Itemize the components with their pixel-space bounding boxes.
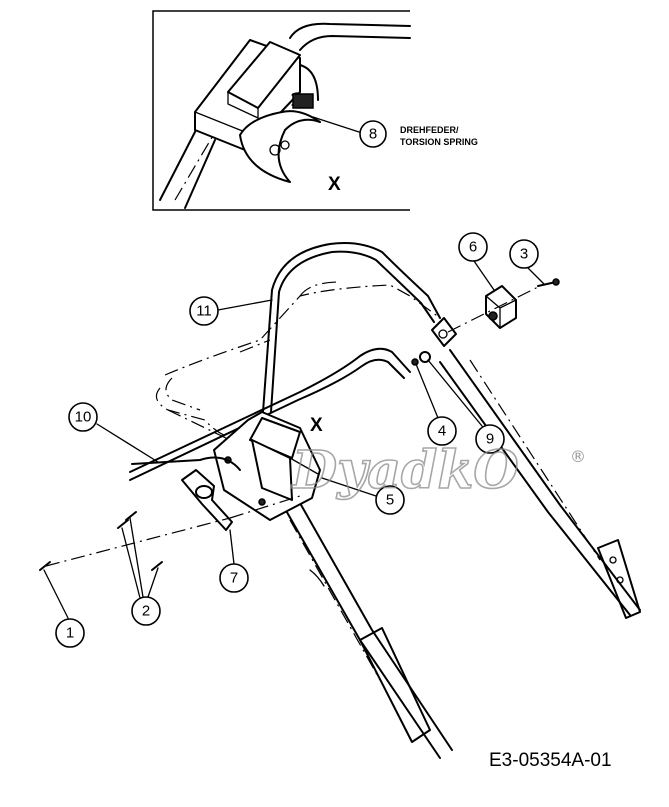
clamp-end <box>431 317 457 347</box>
callout-4-label: 4 <box>438 423 446 440</box>
callout-3 <box>509 239 539 269</box>
inset-bracket <box>239 110 321 183</box>
callout-10-label: 10 <box>75 409 92 426</box>
callout-5 <box>375 485 405 515</box>
callout-3-label: 3 <box>520 246 528 263</box>
callout-9-label: 9 <box>486 431 494 448</box>
callout-7 <box>219 563 249 593</box>
torsion-spring-note-line1: DREHFEDER/ <box>400 125 459 135</box>
part-6-knob <box>485 285 517 329</box>
inset-view-label: X <box>328 174 341 195</box>
lower-cross-bar <box>129 347 411 481</box>
inset-frame <box>152 10 410 211</box>
left-lower-tube <box>279 495 453 759</box>
main-view-label: X <box>310 415 323 436</box>
callout-11-label: 11 <box>196 303 212 320</box>
callouts: 11 6 3 10 4 9 5 7 2 <box>43 232 545 648</box>
inset-torsion-spring <box>291 92 314 109</box>
callout-6 <box>458 232 488 262</box>
callout-8 <box>359 120 387 148</box>
callout-9 <box>475 424 505 454</box>
callout-1 <box>55 618 85 648</box>
callout-4 <box>427 416 457 446</box>
callout-10 <box>68 402 98 432</box>
part-10-rod <box>131 456 241 471</box>
upper-handle-bar <box>262 242 441 413</box>
callout-7-label: 7 <box>230 570 238 587</box>
callout-8-label: 8 <box>369 126 377 143</box>
callout-1-label: 1 <box>66 625 74 642</box>
inset-handle-tube <box>289 22 411 51</box>
callout-2 <box>131 596 161 626</box>
handle-assembly <box>129 242 641 759</box>
watermark-brand: DyadkO <box>290 440 519 501</box>
part-1-screw <box>39 561 51 571</box>
watermark: DyadkO ® <box>289 439 586 502</box>
inset-detail: 8 DREHFEDER/ TORSION SPRING X <box>152 10 478 211</box>
callout-2-label: 2 <box>142 603 150 620</box>
torsion-spring-note-line2: TORSION SPRING <box>400 137 478 147</box>
drawing-code: E3-05354A-01 <box>489 750 612 771</box>
right-lower-tube <box>439 349 641 616</box>
part-2-screws <box>117 511 163 571</box>
callout-5-label: 5 <box>386 492 394 509</box>
callout-11 <box>189 296 219 326</box>
part-5-lever-housing <box>213 411 321 521</box>
parts-4-9-hardware <box>411 351 431 366</box>
watermark-registered: ® <box>570 447 586 466</box>
inset-lower-tube <box>159 129 216 209</box>
part-7-bracket <box>181 469 233 531</box>
callout-6-label: 6 <box>469 239 477 256</box>
part-3-screw <box>537 278 560 287</box>
